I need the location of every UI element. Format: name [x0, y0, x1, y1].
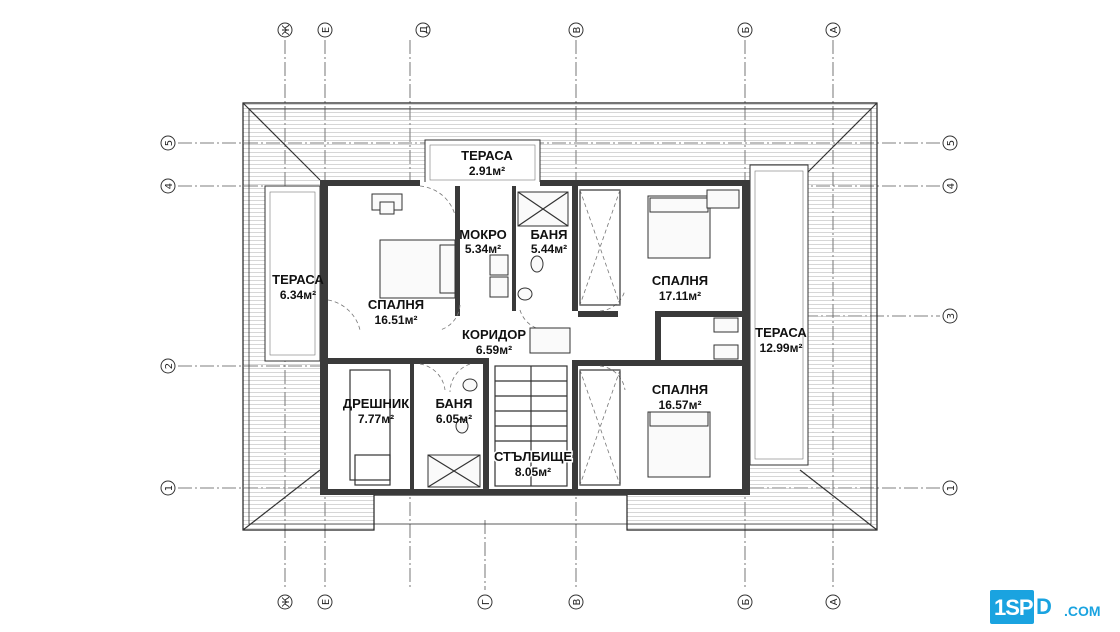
grid-label-right-4: 4 [946, 183, 957, 189]
grid-bubbles-left: 5 4 2 1 [160, 135, 176, 496]
grid-bubbles-top: Ж Е Д В Б А [277, 22, 841, 38]
wardrobes [349, 189, 621, 486]
grid-label-right-3: 3 [946, 313, 957, 319]
room-area-bath-bottom: 6.05м² [436, 412, 472, 426]
room-label-closet: ДРЕШНИК [343, 396, 409, 411]
room-area-bath-top: 5.44м² [531, 242, 567, 256]
brand-logo: 1SP D .COM [990, 590, 1118, 626]
room-area-bedroom-bottom-right: 16.57м² [659, 398, 702, 412]
walls [320, 180, 750, 495]
stairs-treads [494, 327, 571, 487]
room-area-corridor: 6.59м² [476, 343, 512, 357]
grid-label-top-v: В [572, 26, 583, 33]
room-area-bedroom-left: 16.51м² [375, 313, 418, 327]
misc-furniture [371, 189, 740, 360]
grid-label-right-5: 5 [946, 140, 957, 146]
grid-label-bottom-a: А [829, 598, 840, 605]
bath-fixtures [427, 191, 569, 488]
room-labels: ТЕРАСА 2.91м² ТЕРАСА 6.34м² ТЕРАСА 12.99… [272, 148, 807, 481]
grid-label-bottom-v: В [572, 598, 583, 605]
grid-label-bottom-zh: Ж [281, 596, 292, 607]
room-label-bedroom-bottom-right: СПАЛНЯ [652, 382, 708, 397]
room-label-corridor: КОРИДОР [462, 327, 526, 342]
logo-box: 1SP [990, 590, 1034, 624]
grid-label-bottom-e: Е [321, 599, 332, 605]
room-label-bedroom-left: СПАЛНЯ [368, 297, 424, 312]
room-area-closet: 7.77м² [358, 412, 394, 426]
room-label-stairs: СТЪЛБИЩЕ [494, 449, 572, 464]
room-label-bath-bottom: БАНЯ [436, 396, 473, 411]
room-label-terrace-left: ТЕРАСА [272, 272, 324, 287]
grid-label-top-d: Д [419, 26, 430, 34]
grid-label-top-a: А [829, 26, 840, 33]
grid-label-top-e: Е [321, 27, 332, 33]
grid-label-left-4: 4 [164, 183, 175, 189]
grid-label-right-1: 1 [946, 485, 957, 491]
grid-label-left-5: 5 [164, 140, 175, 146]
grid-bubbles-bottom: Ж Е Г В Б А [277, 594, 841, 610]
grid-label-top-zh: Ж [281, 24, 292, 35]
room-area-terrace-right: 12.99м² [760, 341, 803, 355]
beds [379, 195, 711, 478]
grid-label-bottom-g: Г [481, 599, 492, 605]
room-label-bedroom-top-right: СПАЛНЯ [652, 273, 708, 288]
logo-rest-text: D [1036, 594, 1052, 619]
grid-label-left-1: 1 [164, 485, 175, 491]
room-area-mokro: 5.34м² [465, 242, 501, 256]
grid-label-top-b: Б [741, 26, 752, 33]
terraces [264, 139, 809, 466]
room-area-bedroom-top-right: 17.11м² [659, 289, 701, 303]
grid-label-left-2: 2 [164, 363, 175, 369]
room-label-terrace-right: ТЕРАСА [755, 325, 807, 340]
logo-box-text: 1SP [994, 595, 1034, 620]
grid-bubbles-right: 5 4 3 1 [942, 135, 958, 496]
room-label-mokro: МОКРО [459, 227, 507, 242]
logo-tld-text: .COM [1064, 603, 1101, 619]
grid-label-bottom-b: Б [741, 598, 752, 605]
room-area-terrace-left: 6.34м² [280, 288, 316, 302]
room-area-stairs: 8.05м² [515, 465, 551, 479]
room-label-terrace-top: ТЕРАСА [461, 148, 513, 163]
room-area-terrace-top: 2.91м² [469, 164, 505, 178]
room-label-bath-top: БАНЯ [531, 227, 568, 242]
